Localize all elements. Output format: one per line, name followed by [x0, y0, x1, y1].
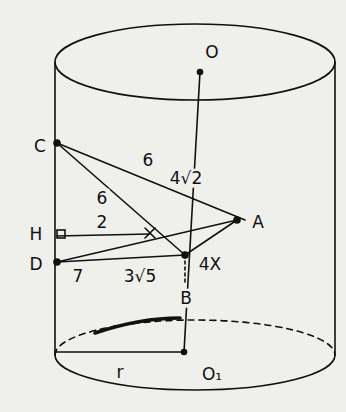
point-label: 7 [71, 267, 86, 286]
point-label: H [28, 225, 45, 244]
point-label: 4X [197, 255, 223, 274]
point-label: C [32, 137, 48, 156]
point-label: B [178, 289, 194, 308]
segment [184, 255, 186, 282]
segment [57, 234, 150, 236]
arc-mark [95, 318, 180, 333]
segment [57, 255, 185, 262]
point [182, 252, 188, 258]
point-label: D [27, 255, 44, 274]
right-angle-mark [57, 230, 65, 238]
bottom-base-back [55, 320, 335, 355]
point-label: 4√2 [168, 169, 204, 188]
point [54, 259, 60, 265]
segment [57, 143, 245, 220]
point-label: A [250, 213, 266, 232]
point-label: 3√5 [122, 267, 158, 286]
point-label: 2 [95, 213, 110, 232]
point-label: O [203, 43, 220, 62]
point [54, 140, 60, 146]
point-label: 6 [95, 189, 110, 208]
axis-line [184, 72, 200, 352]
center-point [198, 70, 203, 75]
cross-mark [145, 228, 155, 238]
point [234, 217, 240, 223]
point-label: r [115, 363, 126, 382]
point-label: 6 [141, 151, 156, 170]
segment [57, 143, 185, 255]
generator-line [334, 62, 336, 355]
bottom-base-front [55, 355, 335, 390]
radius-line [55, 351, 184, 353]
generator-line [54, 62, 56, 355]
top-base [55, 24, 335, 100]
point-label: O₁ [200, 365, 224, 384]
